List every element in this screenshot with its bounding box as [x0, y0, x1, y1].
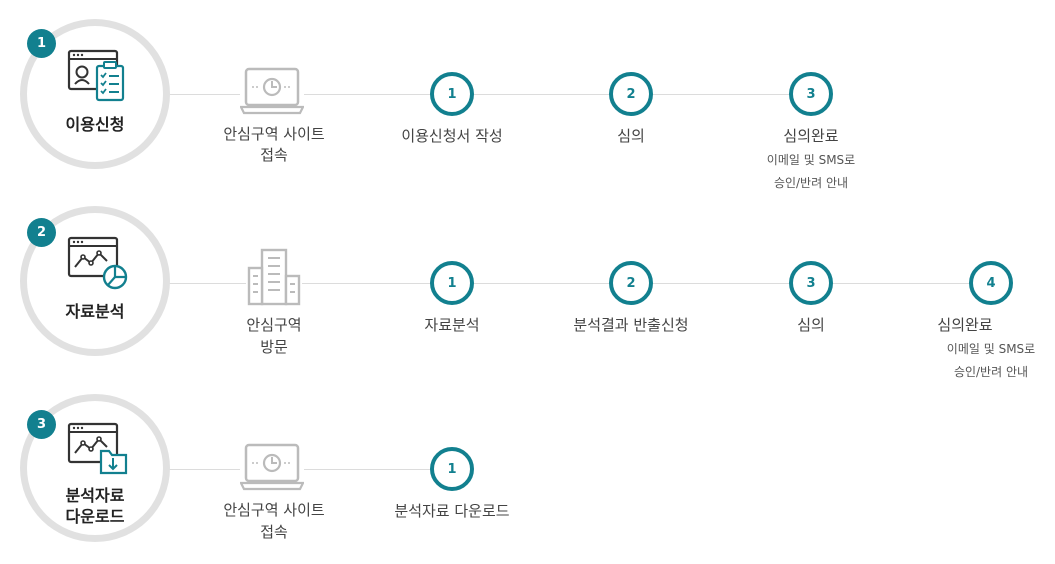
process-row-download: 분석자료 다운로드 3 안심구역 사이트 접속 1 분석자료 다운로드: [0, 390, 1055, 564]
data-download-icon: [67, 421, 131, 481]
step-circle: 3: [789, 72, 833, 116]
step-sublabel: 이메일 및 SMS로: [946, 342, 1036, 356]
main-step-title: 분석자료: [65, 486, 125, 505]
application-form-icon: [67, 48, 131, 110]
step-label: 분석자료 다운로드: [394, 502, 510, 520]
step-sublabel-2: 승인/반려 안내: [773, 176, 849, 190]
step-sublabel-2: 승인/반려 안내: [953, 365, 1029, 379]
step-label: 심의완료: [783, 127, 839, 145]
connector-line: [150, 469, 470, 470]
pre-step-label: 안심구역 사이트: [223, 125, 325, 143]
laptop-icon: [239, 66, 305, 122]
step-circle: 2: [609, 261, 653, 305]
main-step-title-2: 다운로드: [65, 507, 125, 526]
step-label: 심의: [617, 127, 645, 145]
step-circle: 2: [609, 72, 653, 116]
connector-line: [150, 283, 1000, 284]
main-step-title: 이용신청: [65, 115, 125, 134]
main-step-number: 3: [27, 410, 56, 439]
step-sublabel: 이메일 및 SMS로: [766, 153, 856, 167]
pre-step-label-2: 방문: [260, 338, 288, 356]
main-step-circle: 이용신청: [20, 19, 170, 169]
step-circle: 3: [789, 261, 833, 305]
step-circle: 4: [969, 261, 1013, 305]
connector-line: [150, 94, 830, 95]
laptop-icon: [239, 442, 305, 498]
step-label: 이용신청서 작성: [401, 127, 503, 145]
main-step-number: 1: [27, 29, 56, 58]
process-row-application: 이용신청 1 안심구역 사이트 접속 1 이용신청서 작성 2 심의 3 심의완…: [0, 0, 1055, 190]
step-circle: 1: [430, 261, 474, 305]
main-step-number: 2: [27, 218, 56, 247]
step-circle: 1: [430, 72, 474, 116]
pre-step-label: 안심구역: [246, 316, 302, 334]
step-label: 분석결과 반출신청: [573, 316, 689, 334]
pre-step-label: 안심구역 사이트: [223, 501, 325, 519]
step-label: 심의: [797, 316, 825, 334]
data-analysis-icon: [67, 235, 131, 297]
step-label: 자료분석: [424, 316, 480, 334]
pre-step-label-2: 접속: [260, 523, 288, 541]
step-circle: 1: [430, 447, 474, 491]
step-label: 심의완료: [937, 316, 993, 334]
building-icon: [246, 246, 302, 310]
pre-step-label-2: 접속: [260, 146, 288, 164]
process-row-analysis: 자료분석 2 안심구역 방문 1 자료분석 2 분석결과 반출신청 3 심의 4…: [0, 190, 1055, 390]
main-step-title: 자료분석: [65, 302, 125, 321]
